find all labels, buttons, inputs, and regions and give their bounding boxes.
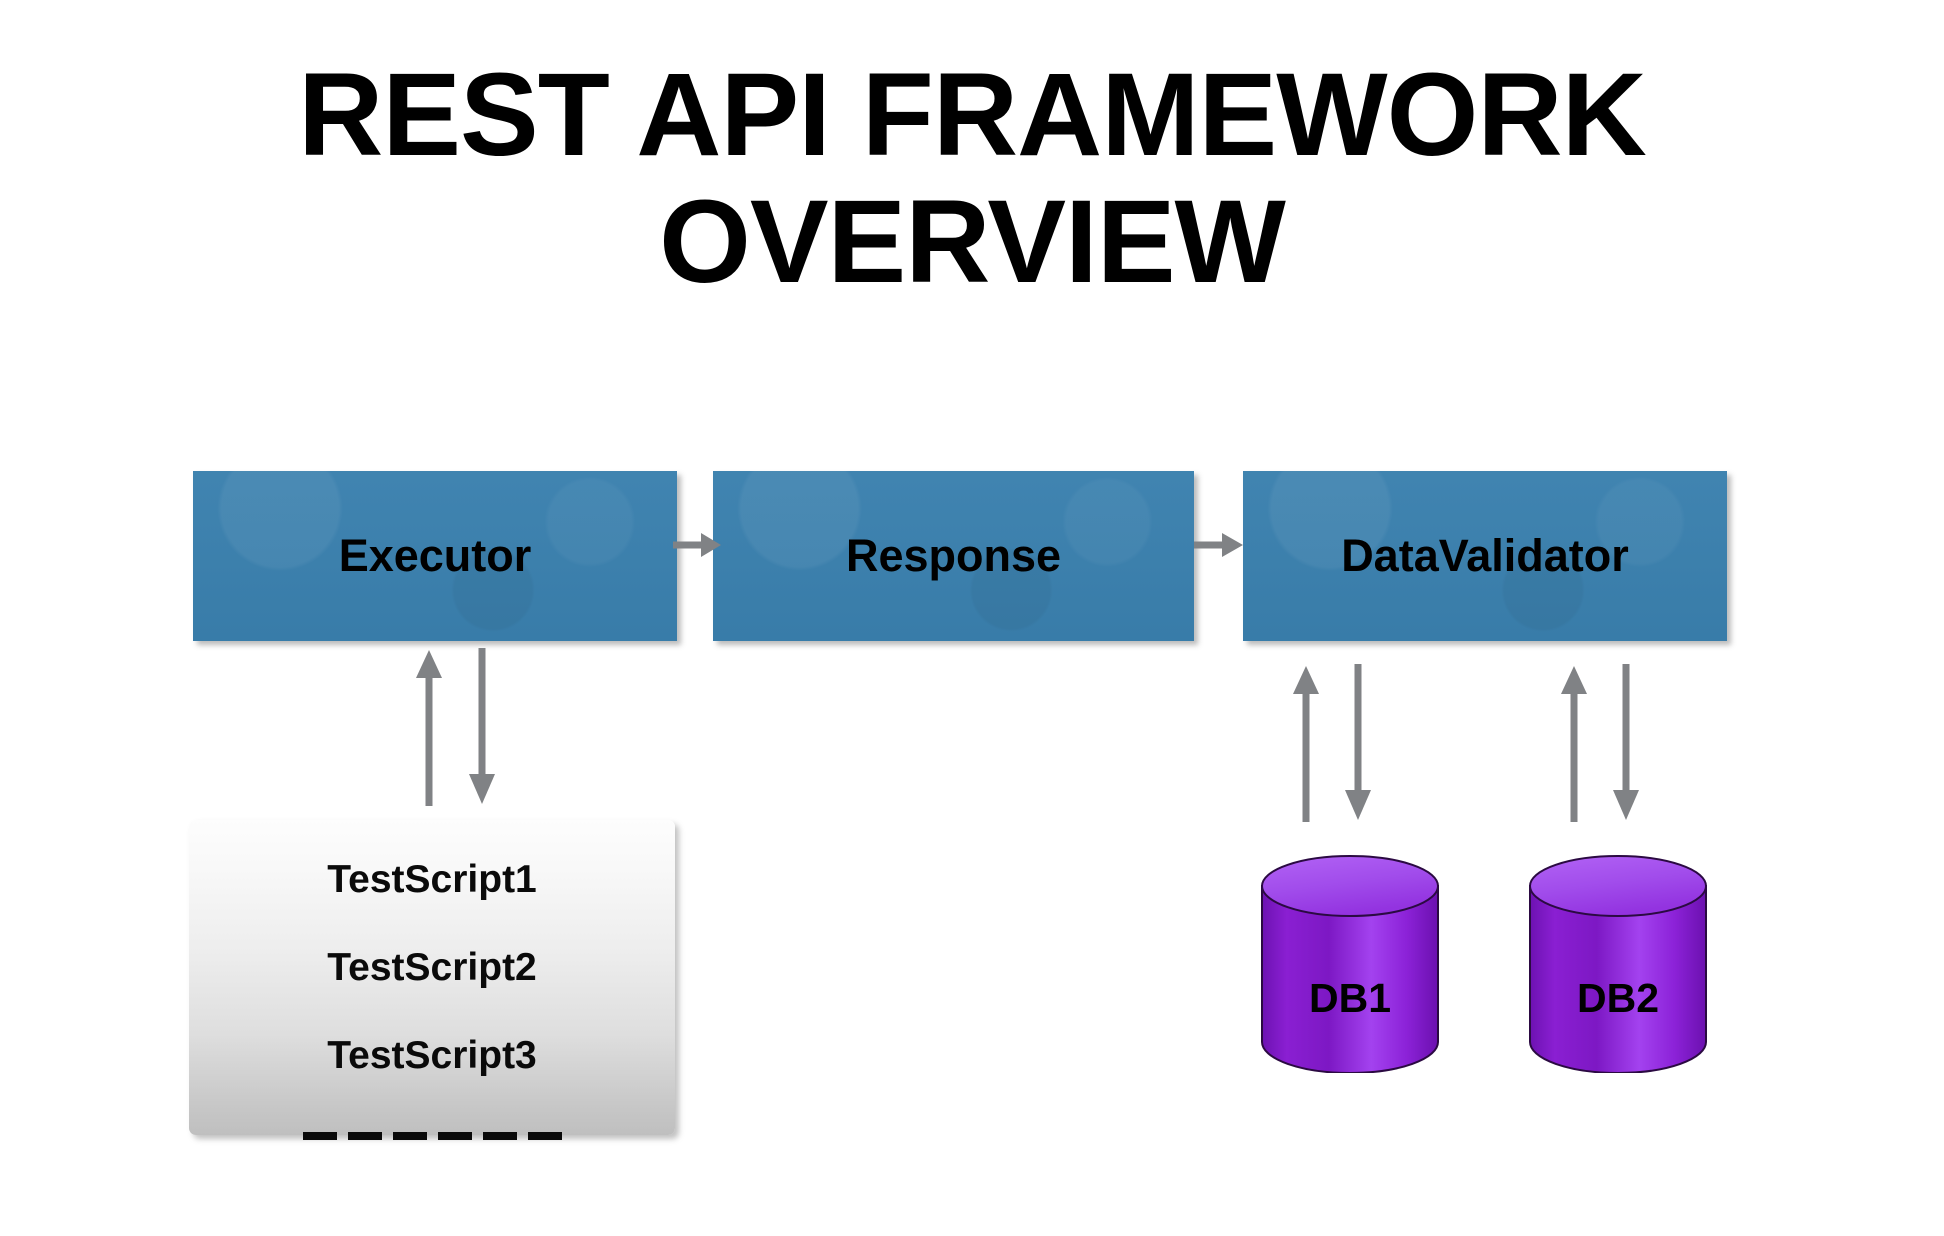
- dash-segment: [347, 1132, 382, 1140]
- dash-segment: [527, 1132, 562, 1140]
- dash-segment: [302, 1132, 337, 1140]
- arrow-datavalidator-to-db2: [1608, 664, 1644, 822]
- list-continuation-dashes: [302, 1132, 562, 1140]
- process-box-executor[interactable]: Executor: [193, 471, 677, 641]
- arrow-response-to-datavalidator: [1194, 528, 1246, 562]
- page-title: REST API FRAMEWORK OVERVIEW: [0, 49, 1944, 309]
- arrow-executor-to-response: [673, 528, 723, 562]
- process-box-response[interactable]: Response: [713, 471, 1194, 641]
- list-item-testscript3: TestScript3: [327, 1034, 537, 1077]
- arrow-executor-to-scripts: [464, 648, 500, 806]
- arrow-datavalidator-to-db1: [1340, 664, 1376, 822]
- arrow-db2-to-datavalidator: [1556, 664, 1592, 822]
- database-cylinder-db2[interactable]: DB2: [1529, 855, 1707, 1073]
- process-box-datavalidator[interactable]: DataValidator: [1243, 471, 1727, 641]
- database-cylinder-db1[interactable]: DB1: [1261, 855, 1439, 1073]
- arrow-db1-to-datavalidator: [1288, 664, 1324, 822]
- process-box-executor-label: Executor: [338, 530, 532, 581]
- dash-segment: [437, 1132, 472, 1140]
- script-list-box[interactable]: TestScript1 TestScript2 TestScript3: [189, 820, 675, 1140]
- process-box-datavalidator-label: DataValidator: [1341, 530, 1629, 581]
- dash-segment: [482, 1132, 517, 1140]
- list-item-testscript2: TestScript2: [327, 946, 537, 989]
- page-title-line-2: OVERVIEW: [659, 176, 1286, 309]
- dash-segment: [392, 1132, 427, 1140]
- process-box-response-label: Response: [845, 530, 1062, 581]
- page-title-line-1: REST API FRAMEWORK: [298, 49, 1647, 181]
- arrow-scripts-to-executor: [411, 648, 447, 806]
- list-item-testscript1: TestScript1: [327, 858, 537, 901]
